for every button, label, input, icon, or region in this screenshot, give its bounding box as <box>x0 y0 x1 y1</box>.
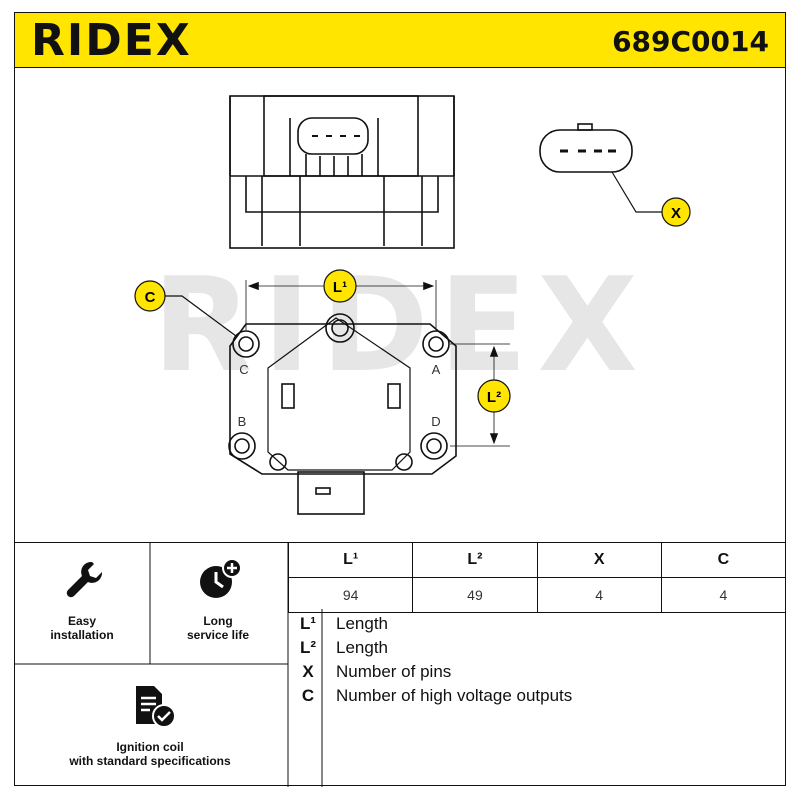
feature-label-line2: service life <box>186 628 250 642</box>
spec-header-cell: C <box>660 542 787 578</box>
pin-label-d: D <box>431 414 440 429</box>
document-check-icon <box>136 686 176 728</box>
legend-desc: Number of high voltage outputs <box>336 686 573 705</box>
callout-l2-label: L² <box>487 389 501 406</box>
legend-key: L¹ <box>299 614 317 633</box>
feature-label-line2: with standard specifications <box>69 754 231 768</box>
pin-label-c: C <box>239 362 248 377</box>
spec-header-cell: L¹ <box>287 542 414 578</box>
legend-key: C <box>301 686 315 705</box>
legend-row: L¹ Length <box>288 614 786 638</box>
feature-label-line1: Ignition coil <box>116 740 184 754</box>
part-number: 689C0014 <box>612 25 769 58</box>
legend-desc: Length <box>336 638 388 657</box>
legend-row: X Number of pins <box>288 662 786 686</box>
feature-label-line2: installation <box>50 628 114 642</box>
callout-l2 <box>477 379 511 413</box>
callout-l1 <box>323 269 357 303</box>
legend-desc: Number of pins <box>336 662 452 681</box>
callout-x-label: X <box>671 205 681 222</box>
spec-value-row: 94 49 4 4 <box>287 577 787 613</box>
feature-label-line1: Easy <box>67 614 97 628</box>
callout-c-label: C <box>145 289 156 306</box>
wrench-icon <box>66 561 103 598</box>
legend-desc: Length <box>336 614 388 633</box>
spec-header-cell: L² <box>412 542 538 578</box>
feature-label-line1: Long <box>203 614 233 628</box>
connector-face <box>539 123 664 213</box>
spec-table: L¹ L² X C 94 49 4 4 <box>287 542 787 613</box>
clock-plus-icon <box>200 558 242 598</box>
drawing-frame <box>14 68 786 786</box>
callout-c <box>134 280 166 312</box>
side-view <box>229 95 455 249</box>
spec-value-cell: 49 <box>412 577 538 613</box>
legend-row: C Number of high voltage outputs <box>288 686 786 710</box>
pin-label-b: B <box>238 414 247 429</box>
legend: L¹ Length L² Length X Number of pins C N… <box>288 614 786 710</box>
spec-value-cell: 4 <box>660 577 787 613</box>
spec-grid <box>14 543 323 787</box>
brand-logo: RIDEX <box>31 15 192 66</box>
header-bar: RIDEX 689C0014 <box>14 12 786 68</box>
technical-drawing: RIDEX X <box>134 95 691 515</box>
legend-row: L² Length <box>288 638 786 662</box>
legend-key: X <box>302 662 314 681</box>
spec-value-cell: 4 <box>536 577 662 613</box>
pin-label-a: A <box>432 362 441 377</box>
legend-key: L² <box>299 638 317 657</box>
watermark: RIDEX <box>152 249 647 401</box>
callout-l1-label: L¹ <box>333 279 347 296</box>
spec-value-cell: 94 <box>287 577 414 613</box>
spec-header-cell: X <box>536 542 662 578</box>
spec-header-row: L¹ L² X C <box>287 542 787 578</box>
callout-x <box>661 197 691 227</box>
